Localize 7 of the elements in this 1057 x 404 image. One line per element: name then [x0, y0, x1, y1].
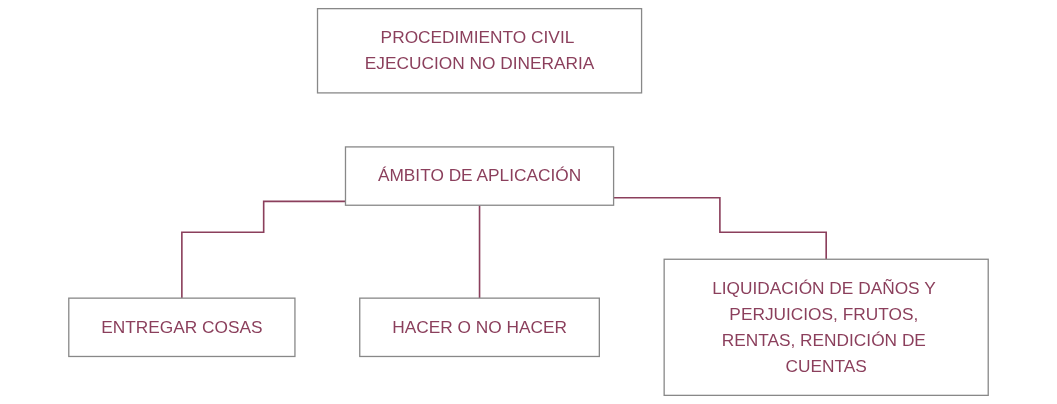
connector — [181, 200, 347, 299]
node-box: PROCEDIMIENTO CIVIL EJECUCION NO DINERARIA — [316, 8, 643, 94]
node-box: LIQUIDACIÓN DE DAÑOS Y PERJUICIOS, FRUTOS, RENTAS, RENDICIÓN DE CUENTAS — [663, 258, 989, 396]
node-box: ENTREGAR COSAS — [68, 297, 296, 358]
connector — [478, 204, 481, 299]
node-box: HACER O NO HACER — [359, 297, 600, 358]
node-box: ÁMBITO DE APLICACIÓN — [344, 146, 615, 206]
